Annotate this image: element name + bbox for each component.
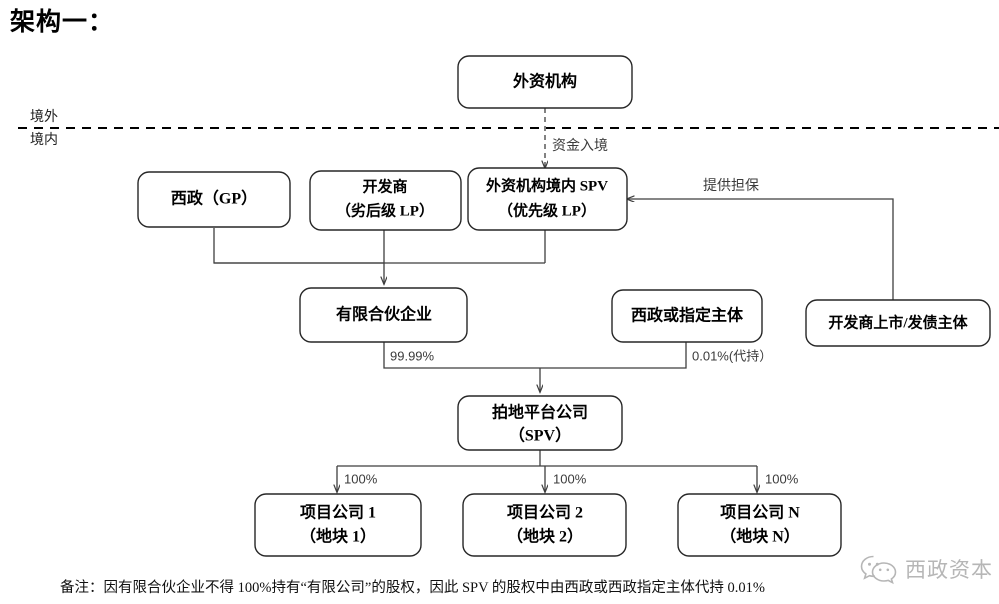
page-title: 架构一：	[10, 9, 115, 36]
edge-guarantee	[627, 199, 894, 300]
node-xizheng-gp-label: 西政（GP）	[171, 189, 257, 208]
node-bidding-platform-box	[457, 395, 623, 451]
edge-shareholders-to-platform	[383, 342, 687, 369]
zone-label-offshore: 境外	[30, 109, 58, 125]
node-project-company-1-label-line1: 项目公司 1	[300, 504, 376, 522]
node-developer-listed-entity[interactable]: 开发商上市/发债主体	[805, 299, 991, 347]
node-onshore-spv[interactable]: 外资机构境内 SPV （优先级 LP）	[467, 167, 628, 231]
node-developer-lp-box	[309, 170, 462, 231]
node-onshore-spv-label-line2: （优先级 LP）	[498, 201, 596, 219]
node-project-company-2-label-line1: 项目公司 2	[507, 504, 583, 522]
node-developer-lp-label-line1: 开发商	[362, 177, 407, 195]
edge-label-nominee-stake: 0.01%(代持）	[692, 348, 772, 363]
node-onshore-spv-label-line1: 外资机构境内 SPV	[485, 176, 608, 194]
node-developer-listed-entity-box	[805, 299, 991, 347]
zone-label-onshore: 境内	[30, 132, 58, 148]
node-foreign-institution-label: 外资机构	[512, 72, 577, 91]
node-bidding-platform-label-line1: 拍地平台公司	[492, 403, 588, 422]
edge-label-lp-stake: 99.99%	[390, 348, 435, 363]
node-xizheng-or-designee-label: 西政或指定主体	[631, 306, 744, 325]
node-foreign-institution-box	[457, 55, 633, 109]
node-developer-lp-label-line2: （劣后级 LP）	[336, 201, 434, 219]
node-project-company-2[interactable]: 项目公司 2 （地块 2）	[462, 493, 627, 557]
watermark-text: 西政资本	[905, 558, 993, 582]
node-project-company-n-box	[677, 493, 842, 557]
node-bidding-platform[interactable]: 拍地平台公司 （SPV）	[457, 395, 623, 451]
watermark: 西政资本	[859, 552, 993, 586]
edge-gp-to-bus	[213, 228, 545, 264]
node-limited-partnership[interactable]: 有限合伙企业	[299, 287, 468, 343]
edge-label-pc1-stake: 100%	[344, 471, 378, 486]
edge-label-guarantee: 提供担保	[703, 178, 759, 194]
footnote: 备注：因有限合伙企业不得 100%持有“有限公司”的股权，因此 SPV 的股权中…	[60, 580, 765, 596]
node-limited-partnership-label: 有限合伙企业	[336, 305, 432, 324]
node-project-company-1-label-line2: （地块 1）	[300, 527, 376, 546]
node-developer-listed-entity-label: 开发商上市/发债主体	[828, 313, 968, 331]
edge-label-pc2-stake: 100%	[553, 471, 587, 486]
edge-label-pcn-stake: 100%	[765, 471, 799, 486]
node-xizheng-gp-box	[137, 171, 291, 228]
node-onshore-spv-box	[467, 167, 628, 231]
node-xizheng-gp[interactable]: 西政（GP）	[137, 171, 291, 228]
node-foreign-institution[interactable]: 外资机构	[457, 55, 633, 109]
node-project-company-n[interactable]: 项目公司 N （地块 N）	[677, 493, 842, 557]
node-xizheng-or-designee[interactable]: 西政或指定主体	[611, 289, 763, 343]
node-xizheng-or-designee-box	[611, 289, 763, 343]
wechat-icon	[860, 555, 897, 585]
node-project-company-n-label-line2: （地块 N）	[720, 527, 800, 546]
edge-label-capital-inflow: 资金入境	[552, 138, 608, 154]
node-project-company-2-label-line2: （地块 2）	[507, 527, 583, 546]
node-limited-partnership-box	[299, 287, 468, 343]
node-bidding-platform-label-line2: （SPV）	[509, 427, 571, 445]
node-project-company-1-box	[254, 493, 422, 557]
node-project-company-2-box	[462, 493, 627, 557]
node-project-company-1[interactable]: 项目公司 1 （地块 1）	[254, 493, 422, 557]
node-project-company-n-label-line1: 项目公司 N	[720, 504, 800, 522]
node-developer-lp[interactable]: 开发商 （劣后级 LP）	[309, 170, 462, 231]
